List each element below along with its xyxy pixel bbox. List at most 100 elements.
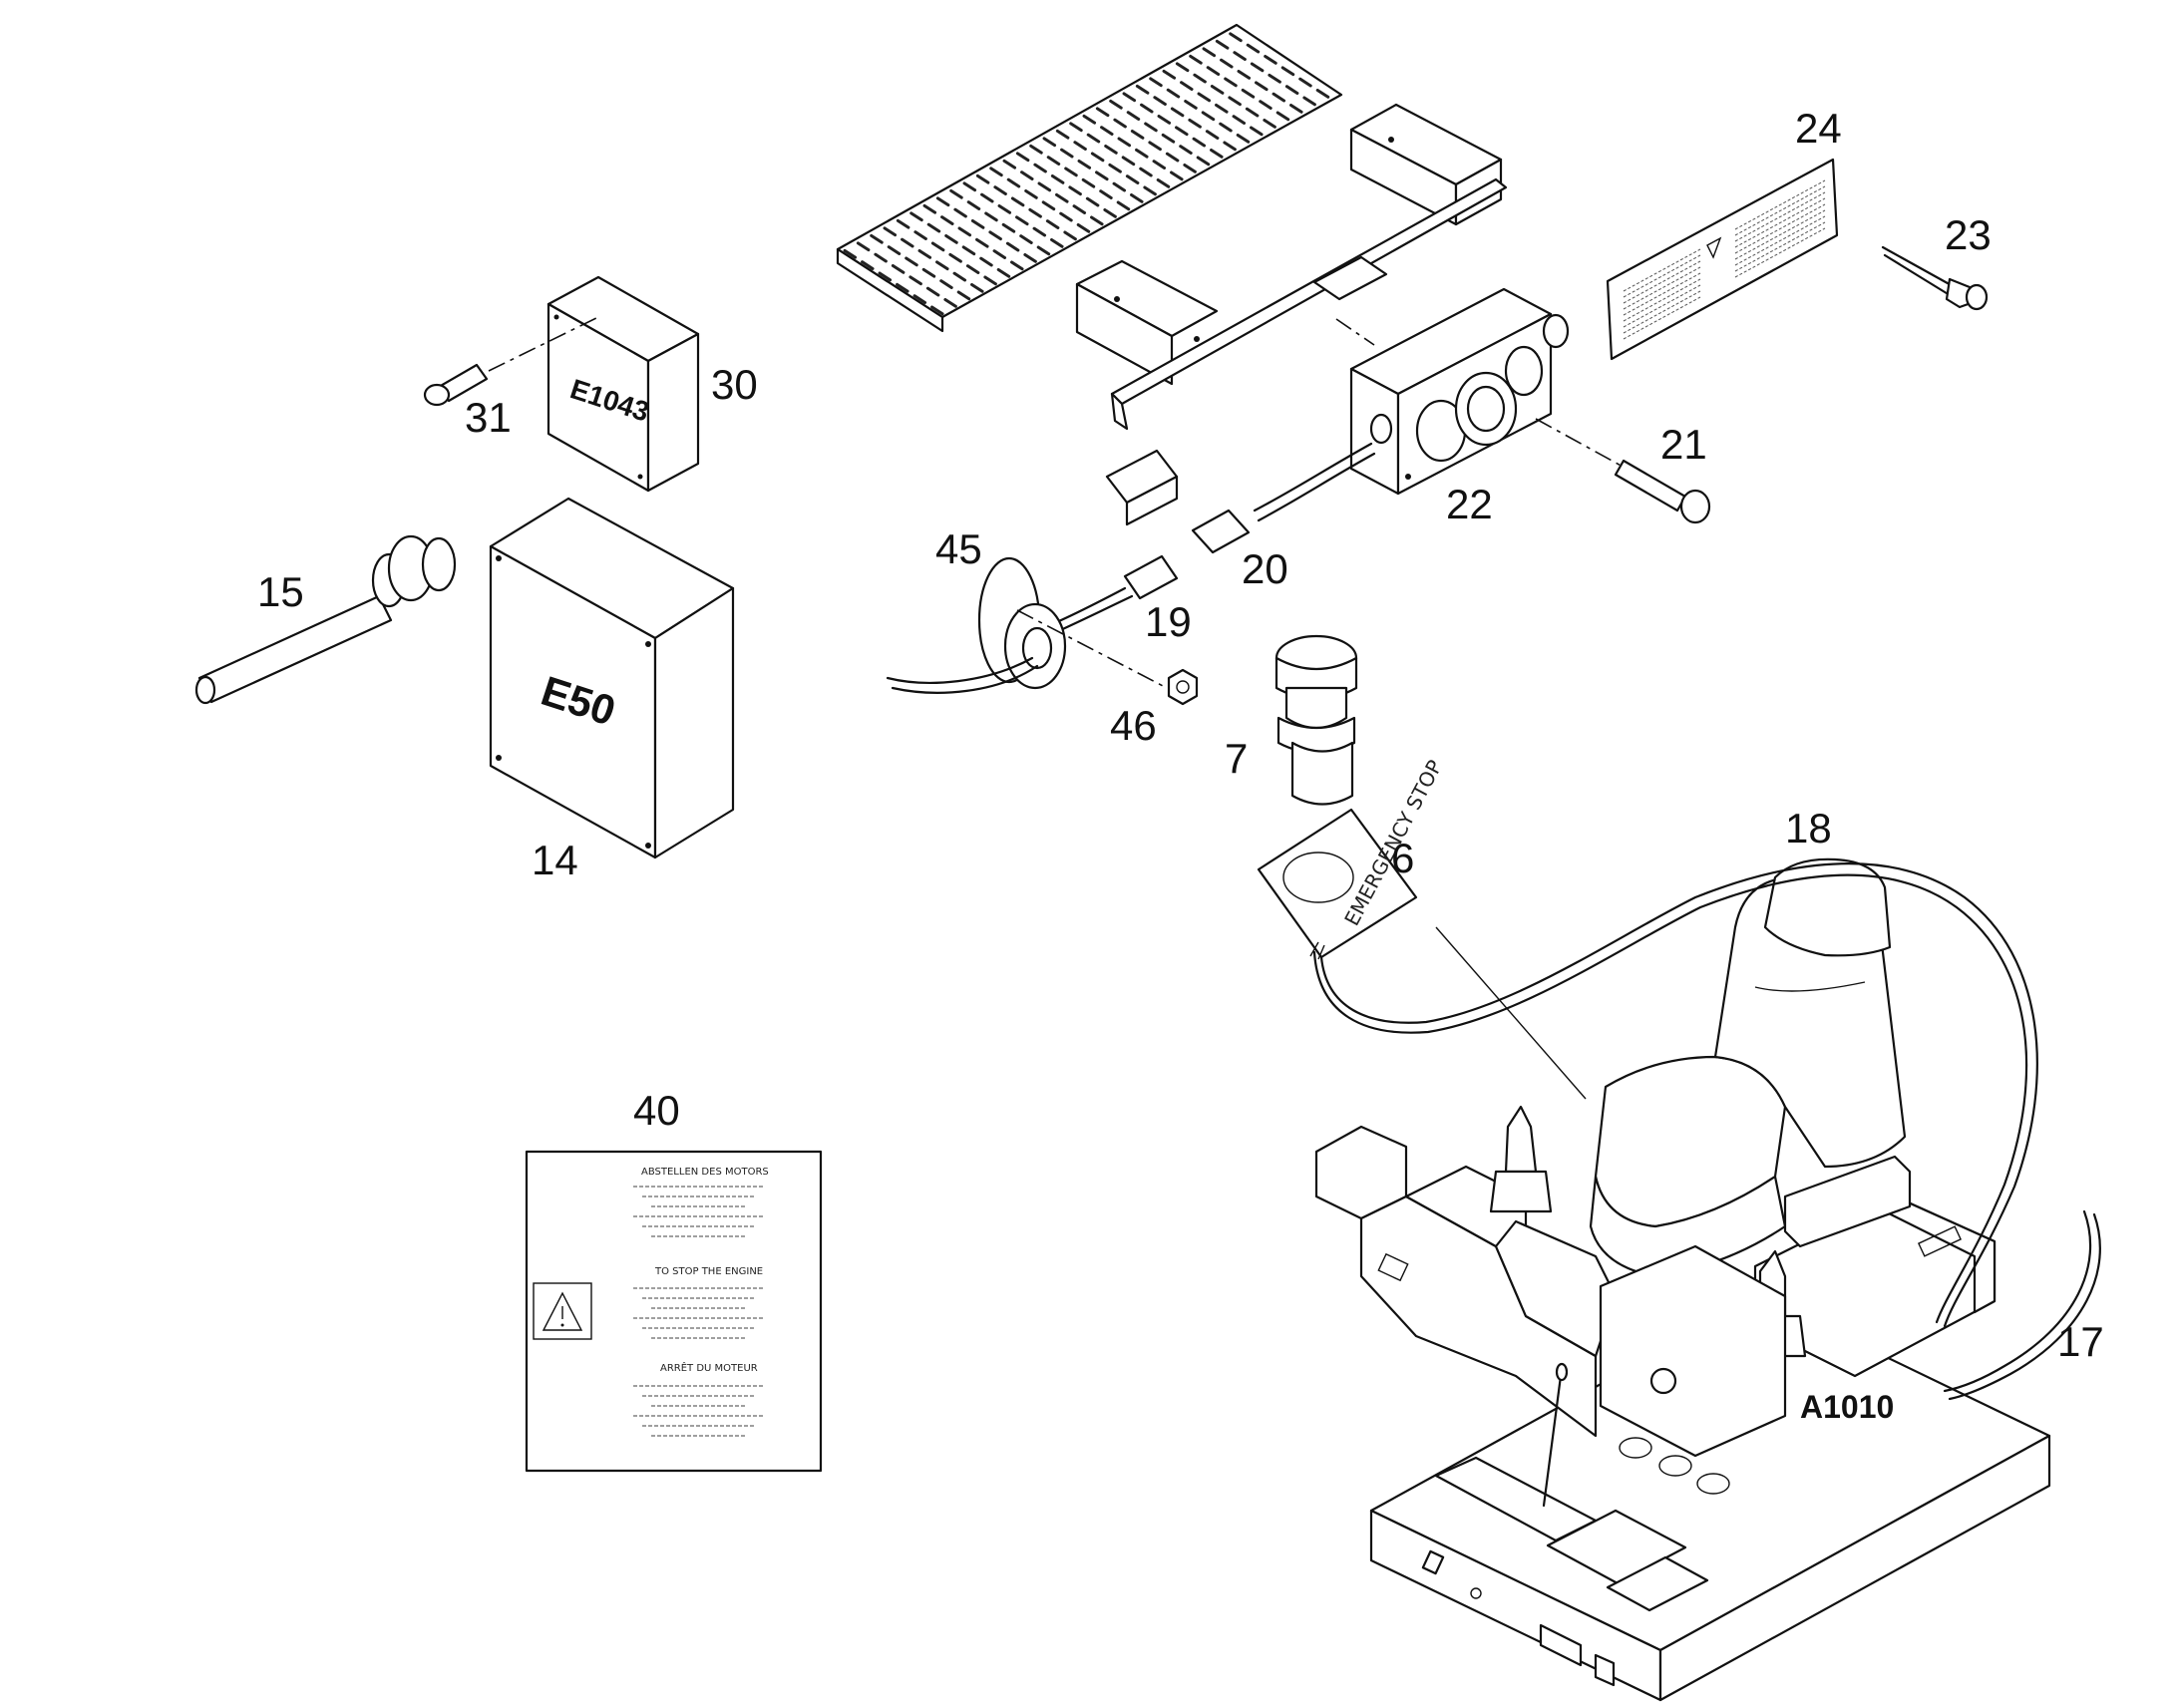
grating-slot [1033,163,1047,173]
grating-slot [1302,96,1316,107]
callout-21: 21 [1660,421,1707,468]
warning-plate [1606,158,1839,361]
grating-slot [1189,54,1203,65]
connector-19 [1123,554,1179,600]
grating-slot [989,167,1003,177]
grating-slot [1104,145,1118,155]
plate-heading-de: ABSTELLEN DES MOTORS [641,1167,769,1178]
grating-slot [1126,111,1141,121]
plate-text-line [1734,191,1826,242]
grating-slot [957,226,972,237]
grating-slot [1157,115,1172,125]
grating-slot [905,256,918,267]
grating-slot [983,275,997,286]
grating-slot [935,196,950,207]
grating-slot [992,249,1007,259]
grating-slot [1245,107,1260,118]
grating-slot [1220,58,1234,69]
grating-slot [984,211,998,222]
grating-slot [922,203,937,214]
grating-slot [1077,160,1092,170]
instruction-plate: ABSTELLEN DES MOTORS TO STOP THE ENGINE … [525,1150,823,1473]
grating-slot [1263,119,1276,129]
grating-slot [878,271,893,282]
grating-slot [1228,96,1242,107]
grating-slot [1284,85,1299,95]
callout-23: 23 [1945,211,1992,258]
grating-slot [1179,145,1193,155]
grating-slot [1082,114,1097,125]
grating-slot [1219,122,1233,133]
grating-slot [1095,107,1110,118]
grating-slot [1224,77,1238,88]
grating-slot [1069,122,1083,133]
grating-slot [1250,126,1264,137]
grating-slot [1202,47,1217,58]
grating-slot [926,222,941,233]
grating-slot [956,290,971,301]
grating-slot [1215,39,1230,50]
callout-31: 31 [465,394,512,441]
grating-slot [1250,62,1265,73]
grating-slot [1130,130,1145,140]
grating-slot [896,218,910,229]
leader-line [1435,926,1587,1100]
grating-slot [1161,133,1176,144]
box-e50: E50 [489,497,735,859]
grating-slot [1193,73,1207,84]
grating-slot [1032,226,1047,237]
grating-slot [970,283,984,293]
plate-text-line [1734,227,1826,278]
emergency-stop-button [1274,634,1358,806]
grating-slot [1143,185,1157,196]
grating-slot [1180,81,1194,91]
plate-warning-frame [533,1282,592,1340]
callout-14: 14 [532,837,578,883]
warning-triangle-icon [1706,236,1722,259]
grating-slot [1246,43,1261,54]
grating-slot [1196,156,1211,167]
grating-slot [970,219,985,229]
grating-slot [1229,32,1243,43]
grating-slot [1064,167,1078,177]
grating-slot [1050,174,1065,184]
grating-slot [870,233,884,244]
cable-gland-15 [194,534,457,705]
grating-slot [1289,104,1303,114]
callout-40: 40 [633,1087,680,1134]
grating-slot [1184,100,1198,110]
screw-31 [423,316,599,407]
harness-18 [1309,862,2038,1328]
grating-slot [1076,223,1091,233]
grating-slot [1140,103,1154,114]
grating-slot [1268,73,1281,84]
nut-46 [1167,668,1199,706]
callout-6: 6 [1391,835,1414,881]
callout-20: 20 [1242,545,1288,592]
grating-slot [1072,204,1087,214]
grating-slot [1188,118,1202,129]
grating-slot [1192,137,1207,148]
grating-slot [1063,230,1077,241]
grating-slot [1298,77,1312,88]
callout-22: 22 [1446,481,1493,527]
grating-slot [1109,99,1123,110]
plate-text-line [1734,215,1826,266]
grating-slot [993,185,1007,195]
grating-slot [1060,148,1074,159]
grating-slot [1236,134,1251,144]
grating-slot [1029,144,1043,155]
grating-slot [1170,171,1184,181]
grating-slot [1024,189,1038,199]
grating-slot [1055,129,1070,140]
grating-slot [913,230,927,240]
grating-slot [843,248,858,259]
grating-slot [1081,177,1096,188]
callouts: 24 23 30 31 21 22 15 45 20 19 46 7 6 14 … [257,105,2104,1365]
grating-slot [975,237,989,248]
grating-slot [949,188,963,199]
grating-slot [948,252,962,263]
grating-slot [1085,196,1100,207]
grating-slot [979,256,993,267]
